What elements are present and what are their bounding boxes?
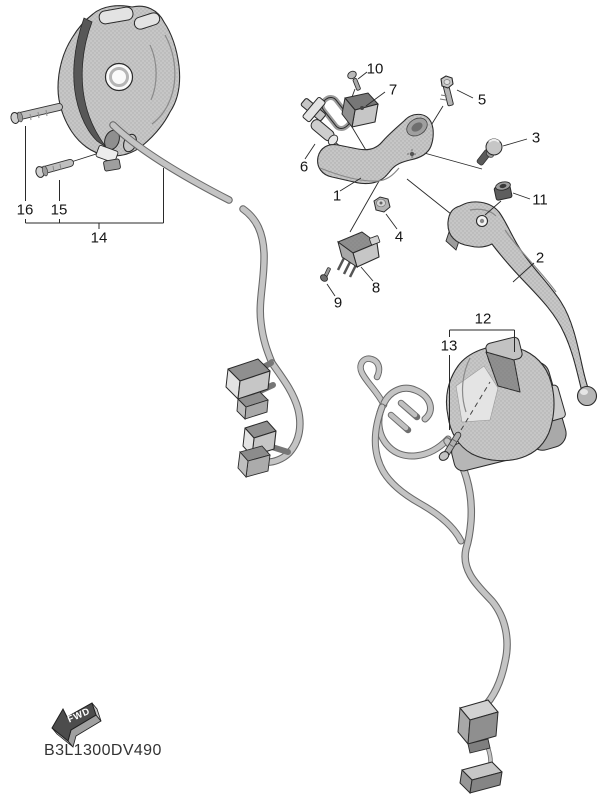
right-harness-connector-lower bbox=[459, 761, 503, 795]
nut-4 bbox=[373, 196, 391, 213]
left-harness-connector-lower bbox=[237, 420, 277, 479]
callout-1: 1 bbox=[333, 188, 341, 205]
bolt-16 bbox=[10, 103, 63, 124]
callout-labels: 1 2 3 4 5 6 7 8 9 10 11 12 13 14 15 16 bbox=[17, 61, 548, 355]
adjuster-pin-6 bbox=[300, 97, 339, 146]
throttle-switch-housing-12 bbox=[445, 336, 567, 472]
callout-11: 11 bbox=[532, 192, 548, 209]
housing-top-rib bbox=[98, 6, 134, 25]
clutch-lever-2 bbox=[445, 200, 598, 407]
callout-7: 7 bbox=[389, 82, 397, 99]
callout-2: 2 bbox=[536, 250, 544, 267]
callout-leader-lines bbox=[304, 71, 535, 297]
callout-14: 14 bbox=[91, 230, 108, 247]
screw-13 bbox=[438, 381, 491, 461]
right-harness-cable bbox=[361, 359, 507, 773]
left-harness-cable bbox=[113, 125, 300, 462]
housing-top-rib-2 bbox=[133, 12, 161, 30]
diagram-code: B3L1300DV490 bbox=[44, 742, 162, 759]
assembly-line-screw10 bbox=[351, 88, 356, 98]
bolt-5 bbox=[439, 75, 454, 107]
callout-13: 13 bbox=[441, 338, 458, 355]
assembly-line-bolt3 bbox=[416, 150, 483, 170]
assembly-line-lever bbox=[406, 178, 457, 219]
lever-holder-1 bbox=[317, 113, 434, 185]
clutch-switch-8 bbox=[336, 231, 381, 278]
lever-ball-end bbox=[576, 385, 598, 407]
right-harness-connector-upper bbox=[457, 699, 499, 754]
callout-4: 4 bbox=[395, 229, 403, 246]
callout-16: 16 bbox=[17, 202, 34, 219]
callout-5: 5 bbox=[478, 92, 486, 109]
holder-clamp-7 bbox=[319, 92, 379, 131]
assembly-line-clamp7 bbox=[351, 126, 368, 153]
assembly-line-switch8 bbox=[349, 180, 380, 233]
nut-11 bbox=[493, 181, 513, 201]
screw-13-insertion-line bbox=[460, 381, 491, 431]
switch-housing-left bbox=[57, 5, 181, 172]
screw-9 bbox=[320, 267, 331, 282]
pivot-bolt-3 bbox=[476, 138, 503, 166]
fwd-arrow-icon: FWD bbox=[51, 702, 102, 748]
callout-6: 6 bbox=[300, 159, 308, 176]
left-harness-connector-upper bbox=[225, 358, 271, 421]
assembly-line-nut11 bbox=[484, 200, 502, 216]
callout-3: 3 bbox=[532, 130, 540, 147]
bolt-15 bbox=[35, 159, 74, 178]
label-bracket-14 bbox=[25, 126, 164, 229]
label-bracket-12 bbox=[449, 329, 515, 430]
callout-10: 10 bbox=[367, 61, 384, 78]
screw-10 bbox=[347, 70, 361, 91]
housing-clamp-tab bbox=[95, 145, 119, 163]
callout-15: 15 bbox=[51, 202, 68, 219]
housing-clamp-tab-2 bbox=[103, 158, 121, 172]
callout-9: 9 bbox=[334, 295, 342, 312]
callout-12: 12 bbox=[475, 311, 492, 328]
callout-8: 8 bbox=[372, 280, 380, 297]
